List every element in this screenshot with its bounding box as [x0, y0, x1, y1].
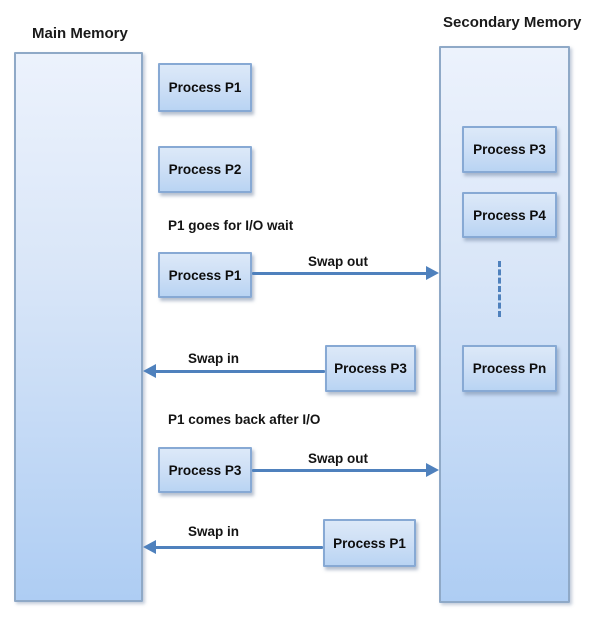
swap-in-label-2: Swap in	[188, 524, 240, 539]
process-box-p4-secondary: Process P4	[462, 192, 557, 238]
main-memory-block	[14, 52, 143, 602]
process-box-pn-secondary: Process Pn	[462, 345, 557, 392]
arrow-head-left-icon	[143, 364, 156, 378]
arrow-line	[252, 271, 429, 275]
arrow-line	[252, 468, 429, 472]
arrow-line	[153, 369, 325, 373]
process-box-p3-main: Process P3	[158, 447, 252, 493]
main-memory-title: Main Memory	[32, 25, 128, 42]
arrow-head-right-icon	[426, 266, 439, 280]
process-box-p3-secondary: Process P3	[462, 126, 557, 173]
process-box-p3-swapin: Process P3	[325, 345, 416, 392]
process-box-p1-top: Process P1	[158, 63, 252, 112]
arrow-head-left-icon	[143, 540, 156, 554]
arrow-line	[153, 545, 323, 549]
arrow-head-right-icon	[426, 463, 439, 477]
secondary-memory-title: Secondary Memory	[443, 14, 582, 31]
ellipsis-dots	[498, 261, 501, 317]
swap-out-arrow-2	[252, 463, 439, 477]
swap-in-arrow-2	[143, 540, 323, 554]
process-box-p1-io: Process P1	[158, 252, 252, 298]
annotation-io-wait: P1 goes for I/O wait	[168, 218, 294, 233]
annotation-io-return: P1 comes back after I/O	[168, 412, 321, 427]
swap-out-arrow-1	[252, 266, 439, 280]
swap-in-arrow-1	[143, 364, 325, 378]
process-box-p1-swapin: Process P1	[323, 519, 416, 567]
swap-out-label-2: Swap out	[308, 451, 368, 466]
swap-in-label-1: Swap in	[188, 351, 240, 366]
swap-out-label-1: Swap out	[308, 254, 368, 269]
process-box-p2: Process P2	[158, 146, 252, 193]
